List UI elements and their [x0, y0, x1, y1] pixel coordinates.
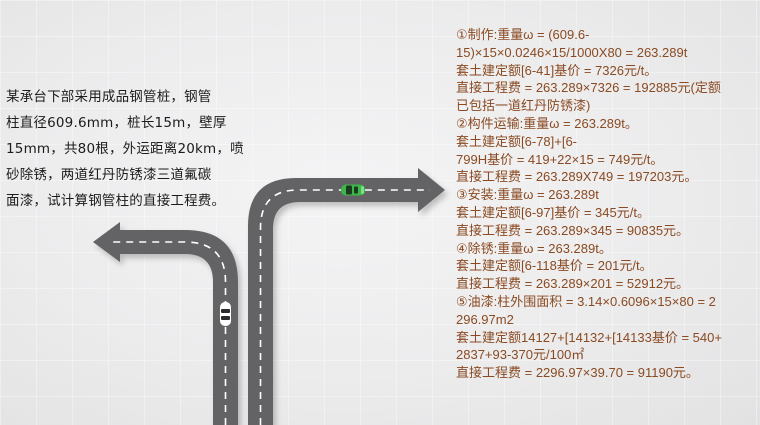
right-road-lane-marking	[259, 189, 430, 425]
left-turn-road	[93, 222, 238, 425]
step-1-quota: 套土建定额[6-41]基价 = 7326元/t。	[456, 62, 658, 78]
step-4-quota: 套土建定额[6-118基价 = 201元/t。	[456, 258, 653, 274]
green-car-icon	[341, 184, 365, 196]
step-1-note: 已包括一道红丹防锈漆)	[456, 98, 591, 114]
step-5-quota: 套土建定额14127+[14132+[14133基价 = 540+	[456, 329, 722, 345]
step-1-weight-formula: 15)×15×0.0246×15/1000X80 = 263.289t	[456, 44, 688, 60]
step-2-direct-cost: 直接工程费 = 263.289X749 = 197203元。	[456, 169, 698, 185]
white-car-icon	[220, 302, 231, 326]
problem-line: 柱直径609.6mm，桩长15m，壁厚	[6, 115, 227, 131]
step-1-fabrication-weight: ①制作:重量ω = (609.6-	[456, 27, 590, 42]
step-2-transport-weight: ②构件运输:重量ω = 263.289t。	[456, 115, 638, 131]
step-2-base-price: 799H基价 = 419+22×15 = 749元/t。	[456, 151, 664, 167]
step-4-rust-removal-weight: ④除锈:重量ω = 263.289t。	[456, 240, 612, 256]
problem-line: 砂除锈，两道红丹防锈漆三道氟碳	[6, 167, 212, 183]
right-turn-road	[248, 168, 445, 425]
step-4-direct-cost: 直接工程费 = 263.289×201 = 52912元。	[456, 276, 690, 292]
problem-statement: 某承台下部采用成品钢管桩，钢管 柱直径609.6mm，桩长15m，壁厚 15mm…	[6, 84, 256, 214]
step-3-install-weight: ③安装:重量ω = 263.289t	[456, 187, 599, 203]
problem-line: 面漆，试计算钢管柱的直接工程费。	[6, 193, 226, 209]
solution-steps: ①制作:重量ω = (609.6- 15)×15×0.0246×15/1000X…	[456, 26, 756, 382]
step-2-quota: 套土建定额[6-78]+[6-	[456, 133, 578, 149]
step-5-paint-area: ⑤油漆:柱外围面积 = 3.14×0.6096×15×80 = 2	[456, 293, 716, 309]
problem-line: 15mm，共80根，外运距离20km，喷	[6, 141, 244, 157]
problem-line: 某承台下部采用成品钢管桩，钢管	[6, 89, 212, 105]
step-5-area-value: 296.97m2	[456, 311, 514, 327]
step-3-direct-cost: 直接工程费 = 263.289×345 = 90835元。	[456, 222, 690, 238]
left-road-lane-marking	[112, 241, 227, 425]
step-1-direct-cost: 直接工程费 = 263.289×7326 = 192885元(定额	[456, 80, 721, 96]
step-3-quota: 套土建定额[6-97]基价 = 345元/t。	[456, 204, 650, 220]
step-5-direct-cost: 直接工程费 = 2296.97×39.70 = 91190元。	[456, 365, 699, 381]
step-5-base-price: 2837+93-370元/100㎡	[456, 347, 585, 363]
